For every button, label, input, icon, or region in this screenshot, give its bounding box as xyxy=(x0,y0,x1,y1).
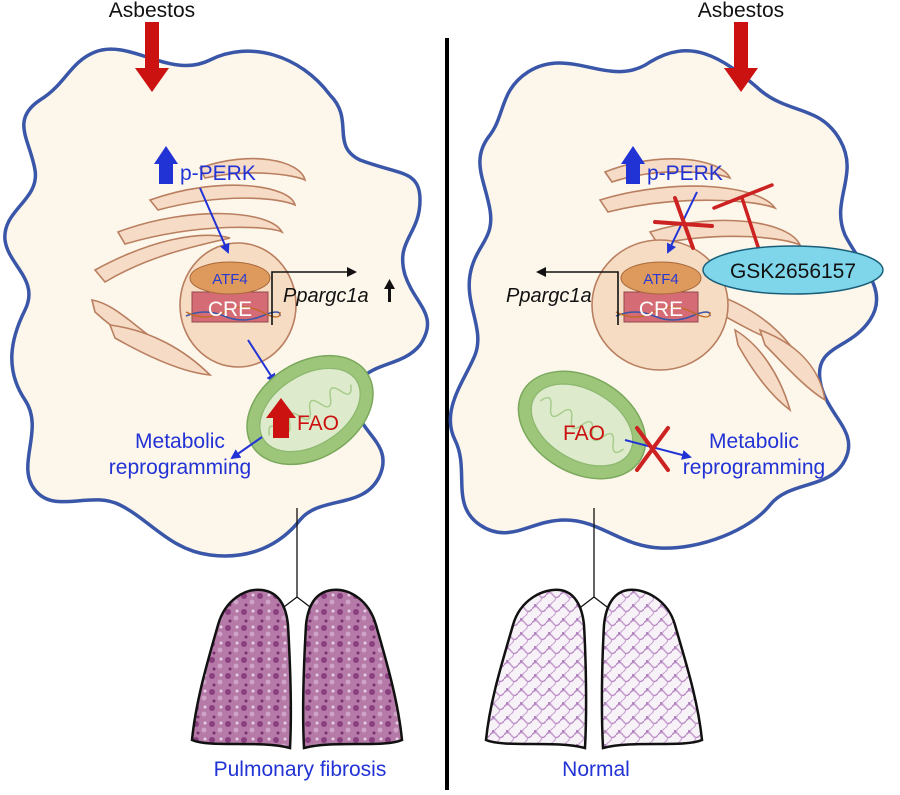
left-lung-left-lobe xyxy=(190,588,293,750)
right-lung-caption: Normal xyxy=(562,758,630,781)
left-transcription-arrow xyxy=(271,267,357,325)
right-pperk-label: p-PERK xyxy=(647,162,723,185)
left-promoter-complex xyxy=(185,261,281,323)
right-perk-up-arrow xyxy=(621,146,645,184)
right-lung-right-lobe xyxy=(600,588,704,750)
right-panel: Asbestos ATF4 CRE Ppargc1a p-P xyxy=(448,0,884,781)
left-atf4-label: ATF4 xyxy=(212,271,248,288)
left-asbestos-arrow xyxy=(135,22,169,92)
left-gene-up-arrow xyxy=(384,279,395,302)
left-outcome-line1: Metabolic xyxy=(135,430,225,453)
right-asbestos-label: Asbestos xyxy=(698,0,784,22)
right-fao-block-x xyxy=(635,426,670,472)
right-lung-left-lobe xyxy=(484,588,588,750)
right-asbestos-arrow xyxy=(724,22,758,92)
left-outcome-line2: reprogramming xyxy=(109,456,251,479)
left-panel: Asbestos ATF4 CRE Ppargc1a xyxy=(3,0,430,781)
right-gene-label: Ppargc1a xyxy=(506,285,592,307)
right-fao-to-outcome-arrow xyxy=(624,439,692,460)
left-perk-to-atf4-arrow xyxy=(199,187,230,254)
right-perk-block-x xyxy=(653,196,714,250)
left-endoplasmic-reticulum xyxy=(90,157,307,377)
right-endoplasmic-reticulum xyxy=(598,158,827,413)
left-asbestos-label: Asbestos xyxy=(109,0,195,22)
right-transcription-arrow xyxy=(536,267,619,325)
right-outcome-line1: Metabolic xyxy=(709,430,799,453)
left-lung-caption: Pulmonary fibrosis xyxy=(214,758,387,781)
right-inhibitor-label: GSK2656157 xyxy=(730,260,856,283)
left-atf4-to-mito-arrow xyxy=(247,339,277,384)
right-inhibitor-bubble xyxy=(702,245,884,295)
left-cre-label: CRE xyxy=(208,298,252,321)
right-promoter-complex xyxy=(615,261,711,323)
right-mitochondrion xyxy=(517,370,647,480)
left-fao-label: FAO xyxy=(297,412,339,435)
left-pperk-label: p-PERK xyxy=(180,162,256,185)
left-fao-to-outcome-arrow xyxy=(230,436,263,460)
left-lung-right-lobe xyxy=(301,588,404,750)
left-gene-label: Ppargc1a xyxy=(283,285,369,307)
right-fao-label: FAO xyxy=(563,422,605,445)
left-perk-up-arrow xyxy=(154,146,178,184)
right-outcome-line2: reprogramming xyxy=(683,456,825,479)
right-cre-label: CRE xyxy=(639,298,683,321)
left-fao-up-arrow xyxy=(266,398,296,438)
right-atf4-label: ATF4 xyxy=(643,271,679,288)
